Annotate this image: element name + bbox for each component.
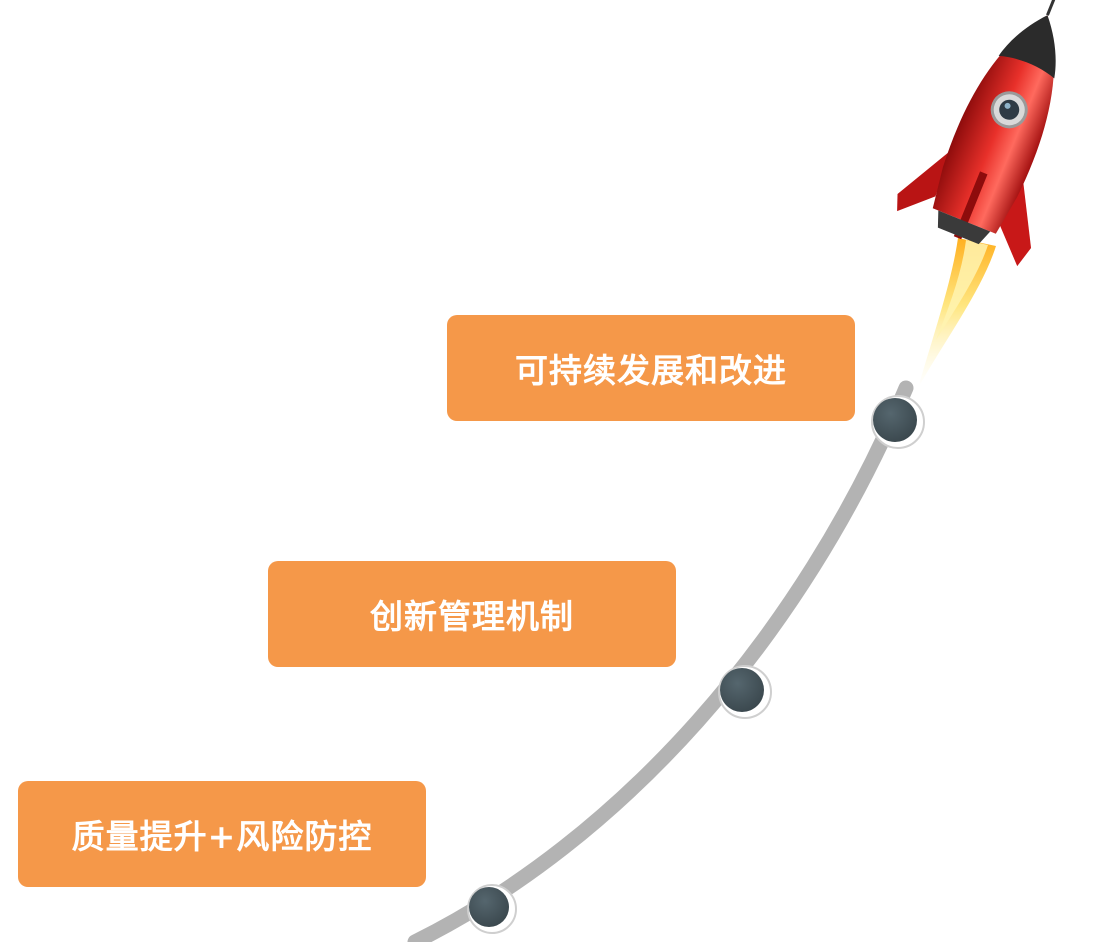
rocket-icon (897, 0, 1058, 267)
node-1 (871, 395, 925, 449)
stage-label-2: 创新管理机制 (370, 597, 574, 636)
stage-box-quality-risk-control: 质量提升+风险防控 (18, 781, 426, 887)
rocket-flame (918, 238, 996, 388)
stage-box-sustainable-development: 可持续发展和改进 (447, 315, 855, 421)
stage-box-innovation-mechanism: 创新管理机制 (268, 561, 676, 667)
stage-label-1: 可持续发展和改进 (515, 351, 787, 390)
node-2 (718, 665, 772, 719)
stage-label-3: 质量提升+风险防控 (71, 817, 373, 856)
node-3 (467, 884, 517, 934)
